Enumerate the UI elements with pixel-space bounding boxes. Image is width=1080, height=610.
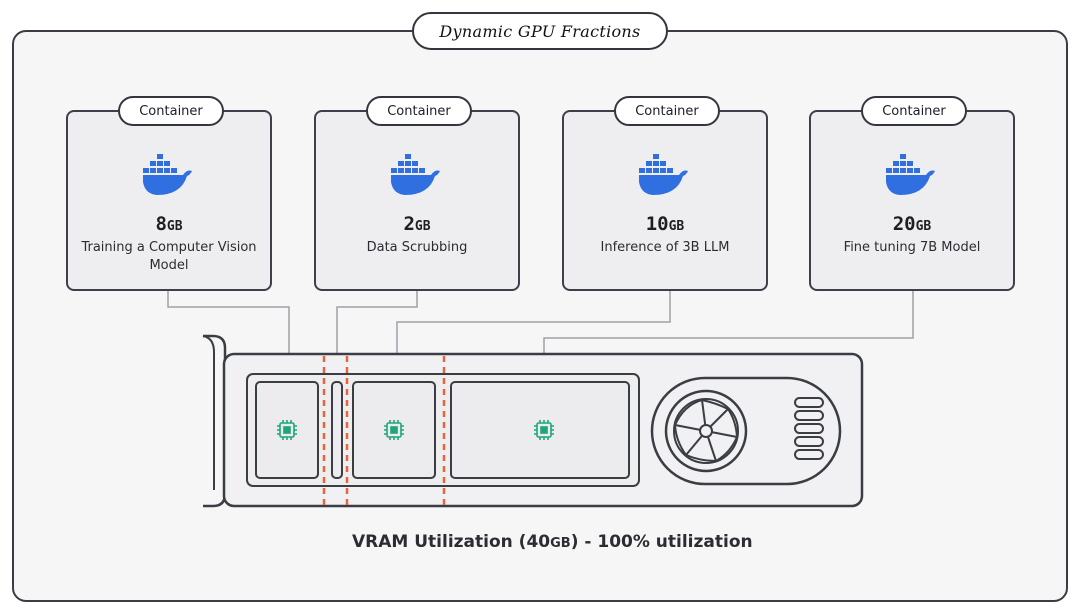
docker-whale-icon	[639, 154, 688, 195]
gpu-bracket	[203, 334, 227, 508]
vram-utilization-caption: VRAM Utilization (40GB) - 100% utilizati…	[352, 532, 753, 552]
container-label: Container	[366, 96, 472, 126]
fan-icon	[664, 389, 748, 473]
container-card-2: 2GB Data Scrubbing	[314, 110, 520, 291]
workload-description: Inference of 3B LLM	[600, 240, 730, 255]
container-label: Container	[861, 96, 967, 126]
container-card-1: 8GB Training a Computer Vision Model	[66, 110, 272, 291]
workload-description: Training a Computer Vision Model	[81, 240, 257, 273]
container-card-3: 10GB Inference of 3B LLM	[562, 110, 768, 291]
docker-whale-icon	[886, 154, 935, 195]
workload-description: Fine tuning 7B Model	[843, 240, 981, 255]
chip-icon	[534, 420, 554, 440]
chip-icon	[277, 420, 297, 440]
diagram-title: Dynamic GPU Fractions	[412, 12, 668, 50]
container-label: Container	[118, 96, 224, 126]
workload-description: Data Scrubbing	[366, 240, 468, 255]
connector-line-3	[396, 291, 671, 382]
docker-whale-icon	[143, 154, 192, 195]
container-card-4: 20GB Fine tuning 7B Model	[809, 110, 1015, 291]
docker-whale-icon	[391, 154, 440, 195]
connector-line-1	[167, 291, 290, 382]
memory-amount: 8GB	[155, 213, 183, 235]
memory-amount: 10GB	[645, 213, 685, 235]
memory-amount: 2GB	[403, 213, 431, 235]
vram-partition-20gb	[450, 381, 630, 479]
container-label: Container	[614, 96, 720, 126]
vram-partition-2gb	[331, 381, 343, 479]
vent-slots	[794, 397, 824, 460]
gpu-bracket-lip	[202, 335, 215, 490]
chip-icon	[384, 420, 404, 440]
memory-amount: 20GB	[892, 213, 932, 235]
connector-line-2	[336, 291, 418, 382]
